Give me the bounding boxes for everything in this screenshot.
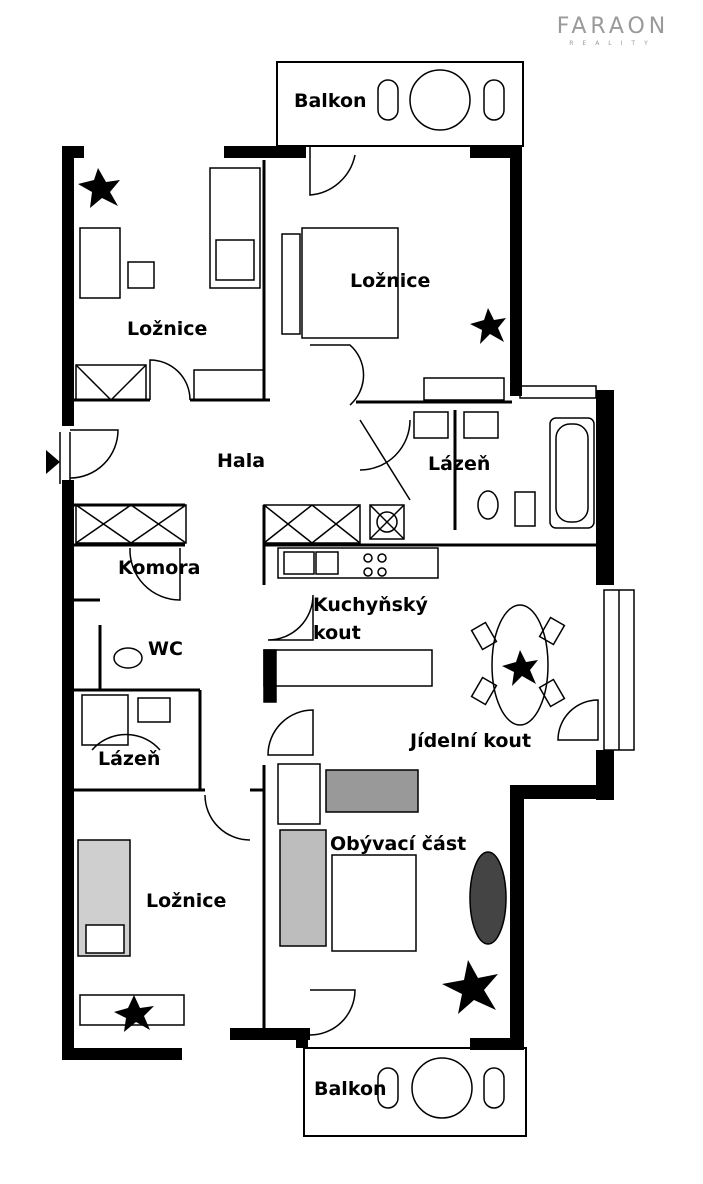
outer-walls <box>62 146 614 1060</box>
faraon-logo: FARAON REALITY <box>543 16 683 48</box>
wardrobes <box>75 364 505 544</box>
balcony-top-outline <box>276 61 524 147</box>
label-balkon-top: Balkon <box>294 90 367 112</box>
label-lazen-left: Lázeň <box>98 748 161 770</box>
kitchen-units <box>263 504 439 703</box>
balcony-furniture <box>377 69 505 1119</box>
toilet-icon <box>477 490 499 520</box>
balcony-bottom-outline <box>303 1047 527 1137</box>
label-komora: Komora <box>118 557 201 579</box>
logo-name: FARAON <box>556 14 670 39</box>
beds <box>77 167 507 1026</box>
label-jidelni: Jídelní kout <box>410 730 532 752</box>
kitchen-island <box>263 649 433 687</box>
label-obyvaci: Obývací část <box>330 833 467 855</box>
label-kout: kout <box>313 622 361 644</box>
windows <box>519 385 635 751</box>
doors <box>69 145 599 1036</box>
label-wc: WC <box>148 638 183 660</box>
entrance-arrow-icon <box>46 450 60 474</box>
label-lazen-right: Lázeň <box>428 453 491 475</box>
label-balkon-bottom: Balkon <box>314 1078 387 1100</box>
plant-icon <box>78 168 538 1032</box>
label-kuchynsky: Kuchyňský <box>313 594 428 616</box>
bathtub-icon <box>549 417 595 529</box>
sink-icon <box>413 411 449 439</box>
label-loznice-bottom: Ložnice <box>146 890 227 912</box>
stove-icon <box>363 553 373 563</box>
bathroom-fixtures <box>81 411 595 746</box>
label-loznice-left: Ložnice <box>127 318 208 340</box>
label-hala: Hala <box>217 450 266 472</box>
logo-subtitle: REALITY <box>569 40 657 47</box>
table-icon <box>470 604 566 726</box>
label-loznice-top: Ložnice <box>350 270 431 292</box>
